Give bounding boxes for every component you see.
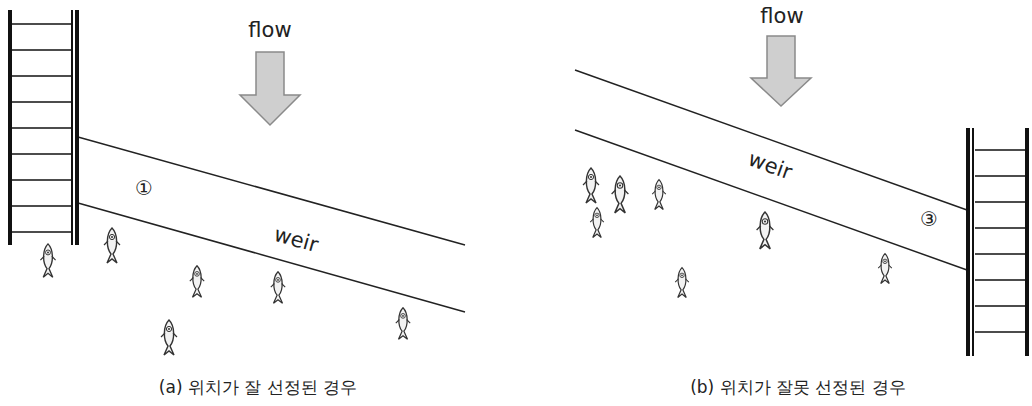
weir-band <box>575 70 967 270</box>
flow-label: flow <box>248 20 291 41</box>
weir-label: weir <box>745 149 794 184</box>
ladder-rung <box>975 201 1025 203</box>
fish-ladder <box>968 128 1027 356</box>
ladder-rung <box>975 279 1025 281</box>
ladder-rung <box>975 175 1025 177</box>
ladder-rung <box>975 253 1025 255</box>
fish-ladder <box>10 10 77 245</box>
ladder-rung <box>12 179 71 181</box>
ladder-rung <box>12 127 71 129</box>
ladder-rung <box>12 75 71 77</box>
ladder-rung <box>12 49 71 51</box>
ladder-rung <box>975 227 1025 229</box>
ladder-rung <box>975 305 1025 307</box>
ladder-rung <box>975 149 1025 151</box>
ladder-rung <box>12 231 71 233</box>
ladder-rung <box>12 205 71 207</box>
fish-group <box>40 228 410 355</box>
ladder-rung <box>975 331 1025 333</box>
callout-number: ① <box>135 178 153 198</box>
caption: (a) 위치가 잘 선정된 경우 <box>159 379 357 396</box>
weir-label: weir <box>272 224 321 256</box>
ladder-rung <box>12 23 71 25</box>
caption: (b) 위치가 잘못 선정된 경우 <box>690 379 906 396</box>
ladder-rung <box>12 101 71 103</box>
fish-group <box>583 168 892 297</box>
weir-band <box>78 137 465 312</box>
flow-label: flow <box>760 6 803 27</box>
callout-number: ③ <box>920 209 938 229</box>
ladder-rung <box>12 153 71 155</box>
flow-arrow <box>751 36 811 106</box>
flow-arrow <box>240 52 300 125</box>
